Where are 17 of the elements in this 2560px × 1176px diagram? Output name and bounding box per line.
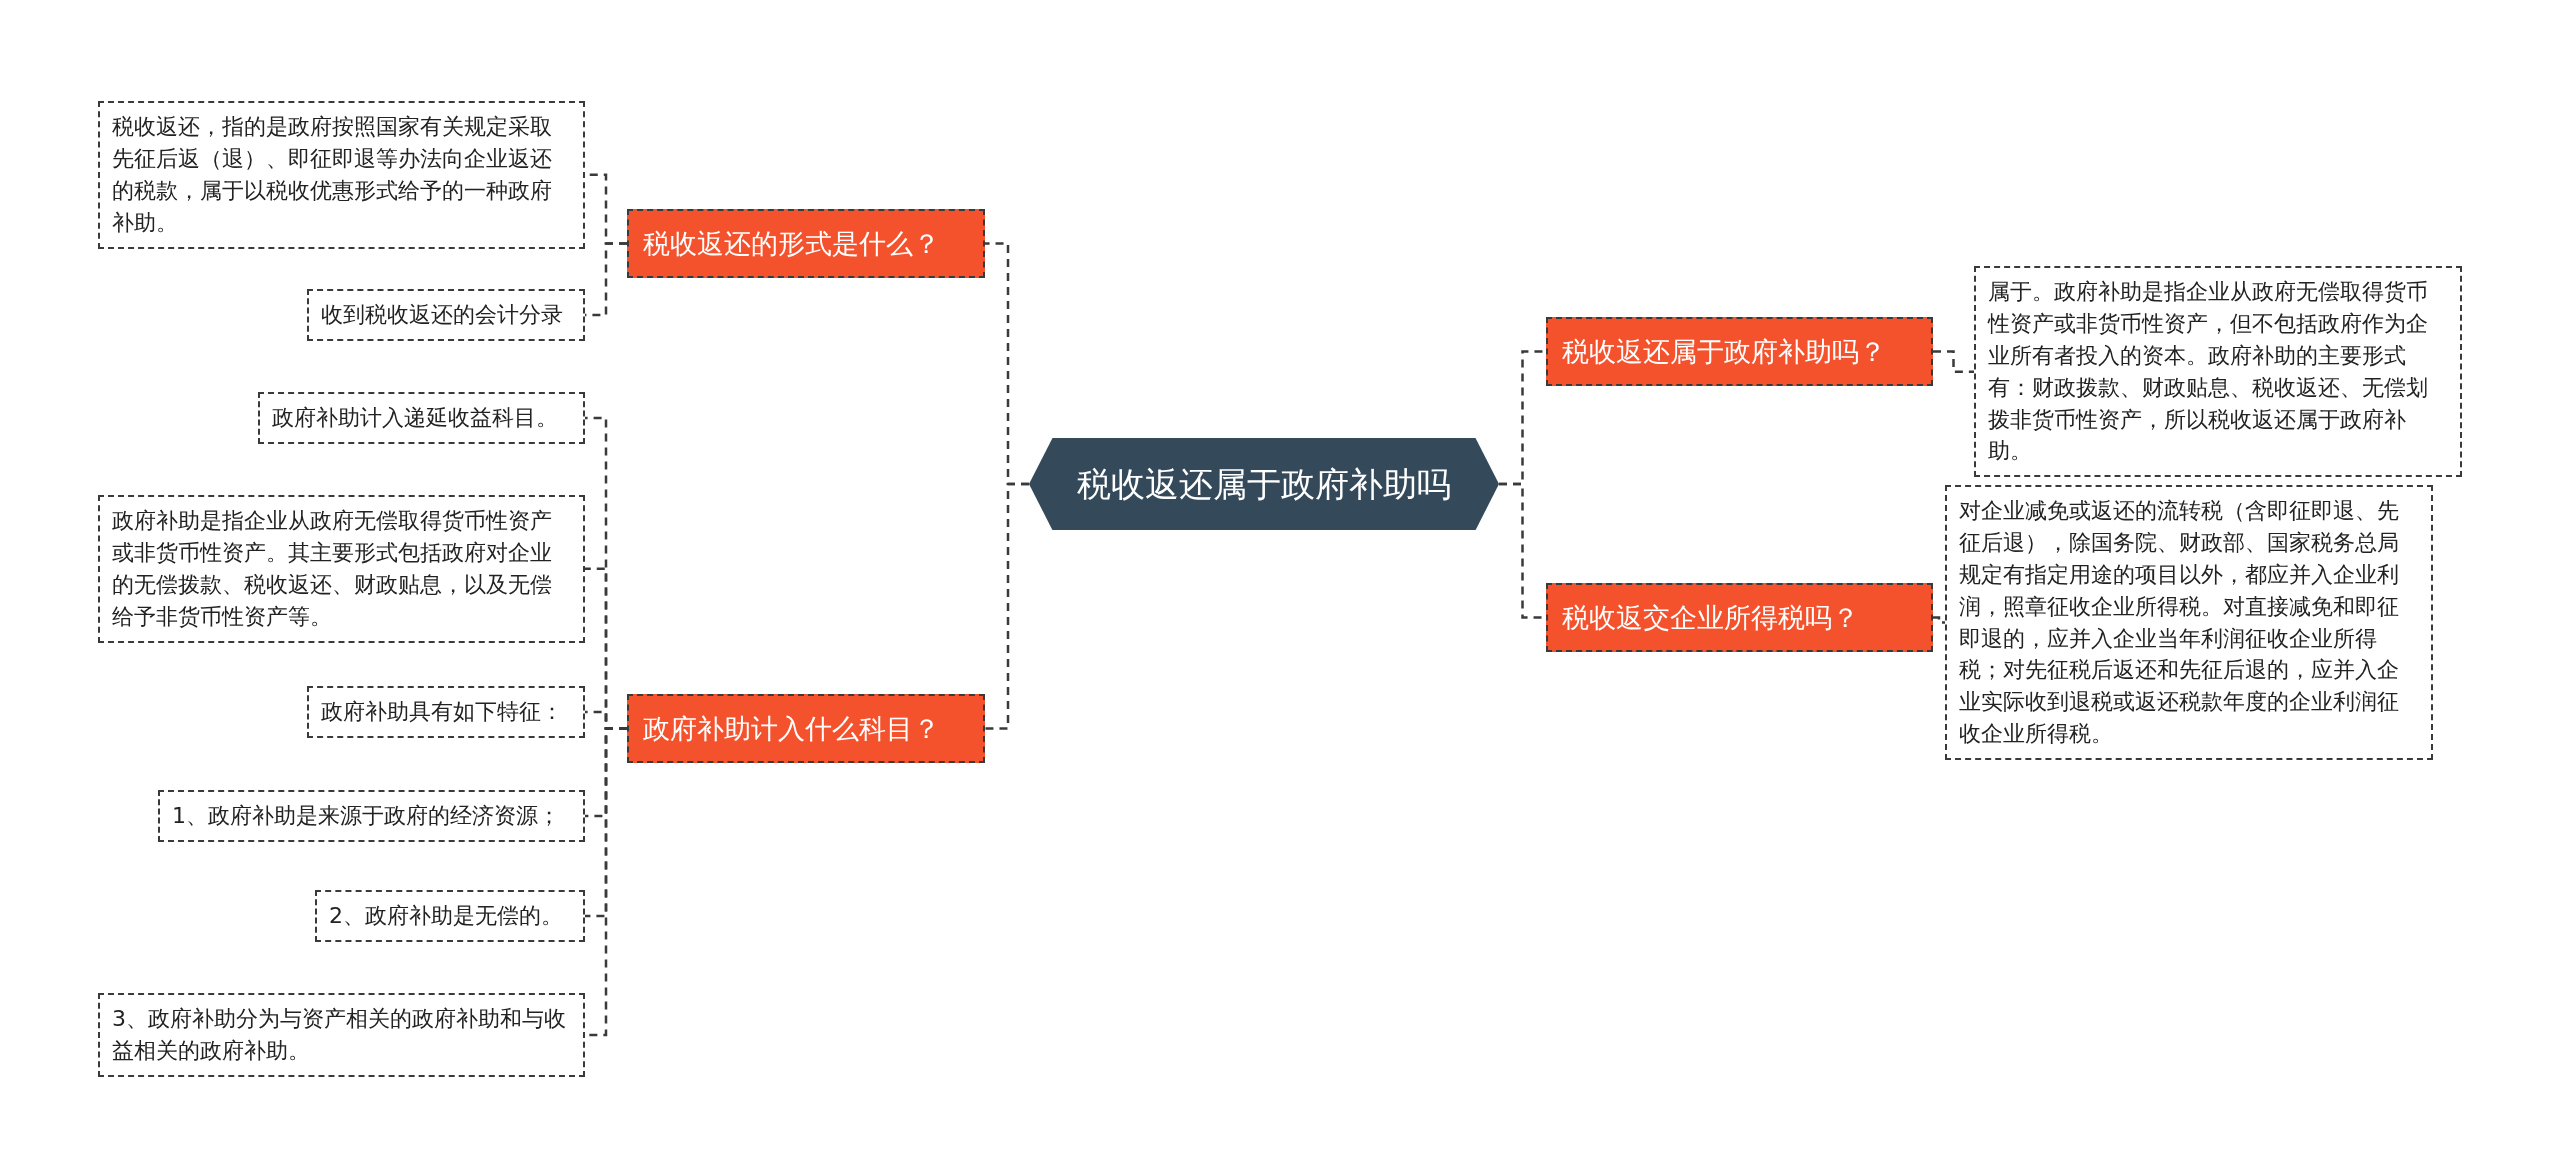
- note-box: 政府补助是指企业从政府无偿取得货币性资产或非货币性资产。其主要形式包括政府对企业的无偿拨款、税收返还、财政贴息，以及无偿给予非货币性资产等。: [98, 495, 585, 643]
- connector-line: [1933, 616, 1945, 624]
- note-box: 政府补助具有如下特征：: [307, 686, 585, 738]
- connector-line: [1933, 350, 1974, 373]
- note-box: 收到税收返还的会计分录: [307, 289, 585, 341]
- connector-line: [985, 482, 1029, 730]
- topic-box: 税收返还的形式是什么？: [627, 209, 985, 279]
- topic-box: 税收返交企业所得税吗？: [1546, 583, 1933, 653]
- note-box: 税收返还，指的是政府按照国家有关规定采取先征后返（退）、即征即退等办法向企业返还的税款，属于以税收优惠形式给予的一种政府补助。: [98, 101, 585, 249]
- topic-box: 税收返还属于政府补助吗？: [1546, 317, 1933, 387]
- note-box: 政府补助计入递延收益科目。: [258, 392, 585, 444]
- note-box: 属于。政府补助是指企业从政府无偿取得货币性资产或非货币性资产，但不包括政府作为企业所有者投入的资本。政府补助的主要形式有：财政拨款、财政贴息、税收返还、无偿划拨非货币性资产，所以税收返还属于政府补助。: [1974, 266, 2462, 478]
- note-box: 1、政府补助是来源于政府的经济资源；: [158, 790, 585, 842]
- note-box: 对企业减免或返还的流转税（含即征即退、先征后退），除国务院、财政部、国家税务总局规定有指定用途的项目以外，都应并入企业利润，照章征收企业所得税。对直接减免和即征即退的，应并入企业当年利润征收企业所得税；对先征税后返还和先征后退的，应并入企业实际收到退税或返还税款年度的企业利润征收企业所得税。: [1945, 485, 2433, 761]
- topic-box: 政府补助计入什么科目？: [627, 694, 985, 764]
- note-box: 3、政府补助分为与资产相关的政府补助和与收益相关的政府补助。: [98, 993, 585, 1077]
- note-box: 2、政府补助是无偿的。: [315, 890, 585, 942]
